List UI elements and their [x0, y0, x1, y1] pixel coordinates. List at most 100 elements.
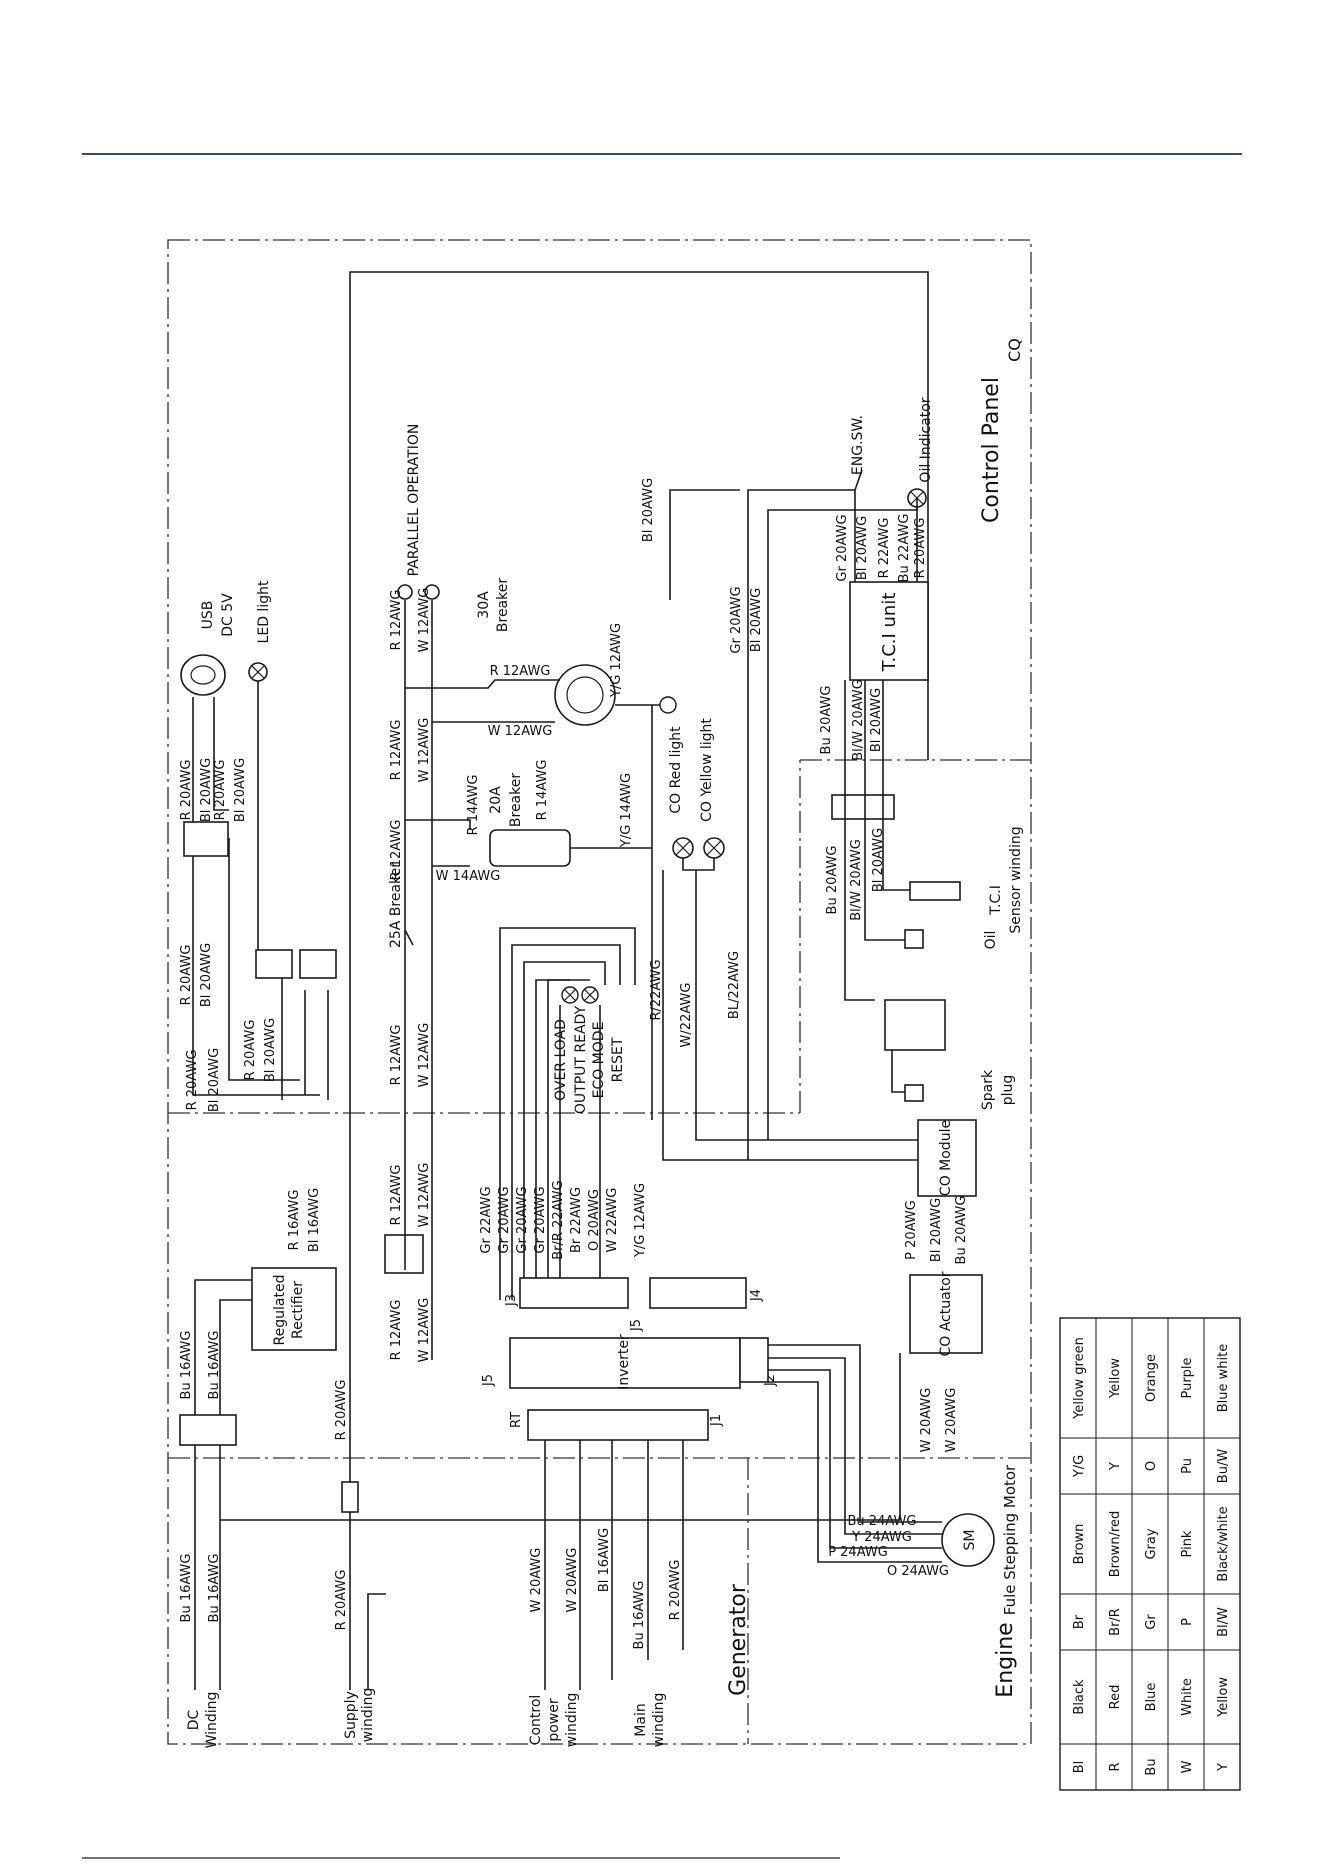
- svg-text:Bl 20AWG: Bl 20AWG: [929, 1198, 944, 1262]
- usb-socket: [180, 654, 226, 696]
- label-j5-left: J5: [481, 1374, 496, 1387]
- oil-sensor-label: Oil: [983, 931, 999, 950]
- svg-text:Br 22AWG: Br 22AWG: [569, 1187, 584, 1253]
- svg-text:Bl 16AWG: Bl 16AWG: [597, 1528, 612, 1592]
- zone-generator: Generator: [726, 1583, 751, 1696]
- svg-text:W 20AWG: W 20AWG: [944, 1388, 959, 1453]
- co-module-label: CO Module: [938, 1120, 954, 1196]
- dc-winding-1: DC: [186, 1710, 202, 1731]
- parallel-terminal-r: [397, 584, 413, 600]
- svg-text:Bl 20AWG: Bl 20AWG: [855, 516, 870, 580]
- oil-sensor: [904, 929, 924, 949]
- svg-text:W 14AWG: W 14AWG: [436, 869, 501, 884]
- breaker-20a-sub: Breaker: [508, 773, 524, 827]
- svg-text:Gr 20AWG: Gr 20AWG: [533, 1186, 548, 1253]
- svg-text:Bl 16AWG: Bl 16AWG: [307, 1188, 322, 1252]
- parallel-label: PARALLEL OPERATION: [406, 424, 422, 577]
- svg-text:Y/G 14AWG: Y/G 14AWG: [619, 773, 634, 848]
- tci-sensor-label-1: T.C.I: [988, 885, 1004, 916]
- legend-cell: Br: [1072, 1614, 1087, 1629]
- svg-text:R 20AWG: R 20AWG: [913, 518, 928, 579]
- stepping-motor-label: Fule Stepping Motor: [1001, 1464, 1019, 1615]
- spark-plug: [904, 1084, 924, 1102]
- receptacle-30a: [554, 664, 616, 726]
- svg-text:R 12AWG: R 12AWG: [389, 590, 404, 651]
- connector-led-a: [255, 949, 293, 979]
- legend-cell: Yellow: [1216, 1677, 1231, 1718]
- svg-text:R 12AWG: R 12AWG: [389, 1025, 404, 1086]
- connector-dc: [179, 1414, 237, 1446]
- dc-winding-2: Winding: [204, 1692, 220, 1749]
- connector-j1: [527, 1409, 709, 1441]
- svg-text:Bu 20AWG: Bu 20AWG: [825, 846, 840, 915]
- legend-cell: Brown/red: [1108, 1511, 1123, 1578]
- tci-sensor-winding: [909, 881, 961, 901]
- control-winding-2: power: [546, 1698, 562, 1742]
- legend-cell: Y: [1108, 1462, 1123, 1471]
- usb-label: USB: [200, 601, 216, 630]
- spark-label-2: plug: [1000, 1075, 1016, 1106]
- svg-text:R 12AWG: R 12AWG: [389, 1300, 404, 1361]
- breaker-25a: 25A Breaker: [388, 862, 404, 948]
- parallel-terminal-w: [424, 584, 440, 600]
- legend-cell: Y: [1216, 1763, 1231, 1772]
- svg-text:W 12AWG: W 12AWG: [417, 1163, 432, 1228]
- main-winding-1: Main: [633, 1703, 649, 1736]
- svg-text:W 12AWG: W 12AWG: [417, 718, 432, 783]
- eng-sw-label: ENG.SW.: [850, 415, 866, 475]
- legend-cell: Pink: [1180, 1530, 1195, 1557]
- svg-text:R 12AWG: R 12AWG: [490, 664, 551, 679]
- overload-label: OVER LOAD: [553, 1019, 569, 1101]
- legend-cell: Bu/W: [1216, 1449, 1231, 1484]
- legend-cell: Blue: [1144, 1683, 1159, 1712]
- legend-cell: O: [1144, 1461, 1159, 1471]
- svg-text:Br/R 22AWG: Br/R 22AWG: [551, 1180, 566, 1259]
- svg-text:R 14AWG: R 14AWG: [535, 760, 550, 821]
- svg-text:R 20AWG: R 20AWG: [668, 1560, 683, 1621]
- svg-text:Bu 16AWG: Bu 16AWG: [179, 1554, 194, 1623]
- co-module: [917, 1119, 977, 1197]
- svg-text:Bl 20AWG: Bl 20AWG: [233, 758, 248, 822]
- tci-sensor-label-2: Sensor winding: [1008, 826, 1024, 933]
- legend-cell: Bl/W: [1216, 1607, 1231, 1637]
- svg-text:Bu 20AWG: Bu 20AWG: [954, 1196, 969, 1265]
- svg-text:R 22AWG: R 22AWG: [877, 518, 892, 579]
- outer-boundary: [167, 239, 1032, 1745]
- svg-text:W 12AWG: W 12AWG: [417, 1298, 432, 1363]
- zone-engine: Engine: [993, 1622, 1018, 1697]
- legend-cell: Bl: [1072, 1761, 1087, 1774]
- connector-j3: [519, 1277, 629, 1309]
- svg-text:R 20AWG: R 20AWG: [179, 945, 194, 1006]
- svg-text:Bu 16AWG: Bu 16AWG: [207, 1331, 222, 1400]
- label-j1: J1: [709, 1414, 724, 1427]
- output-ready-lamp: [581, 986, 599, 1004]
- zone-control-panel: Control Panel: [979, 377, 1004, 523]
- svg-text:R 20AWG: R 20AWG: [334, 1570, 349, 1631]
- svg-text:Bl 20AWG: Bl 20AWG: [869, 688, 884, 752]
- legend-cell: Orange: [1144, 1354, 1159, 1402]
- legend-cell: Br/R: [1108, 1608, 1123, 1636]
- label-j5-top: J5: [629, 1319, 644, 1332]
- svg-text:W 12AWG: W 12AWG: [417, 1023, 432, 1088]
- breaker-30a-sub: Breaker: [495, 578, 511, 632]
- legend-cell: Y/G: [1072, 1455, 1087, 1478]
- breaker-30a: 30A: [476, 591, 492, 619]
- legend-cell: Red: [1108, 1685, 1123, 1710]
- supply-winding-2: winding: [360, 1688, 376, 1743]
- legend-cell: Bu: [1144, 1758, 1159, 1775]
- svg-text:Y 24AWG: Y 24AWG: [851, 1530, 912, 1545]
- legend-cell: Pu: [1180, 1458, 1195, 1474]
- connector-usb: [183, 821, 229, 857]
- svg-text:BL/22AWG: BL/22AWG: [727, 951, 742, 1019]
- usb-sub-label: DC 5V: [220, 593, 236, 637]
- svg-text:R 20AWG: R 20AWG: [334, 1380, 349, 1441]
- regulated-rectifier: [251, 1267, 337, 1351]
- reset-label: RESET: [610, 1037, 626, 1082]
- overload-lamp: [561, 986, 579, 1004]
- svg-text:Gr 20AWG: Gr 20AWG: [729, 586, 744, 653]
- rectifier-label-1: Regulated: [272, 1275, 288, 1346]
- svg-text:Gr 22AWG: Gr 22AWG: [479, 1186, 494, 1253]
- usb-inner: [190, 665, 216, 685]
- led-label: LED light: [256, 580, 272, 643]
